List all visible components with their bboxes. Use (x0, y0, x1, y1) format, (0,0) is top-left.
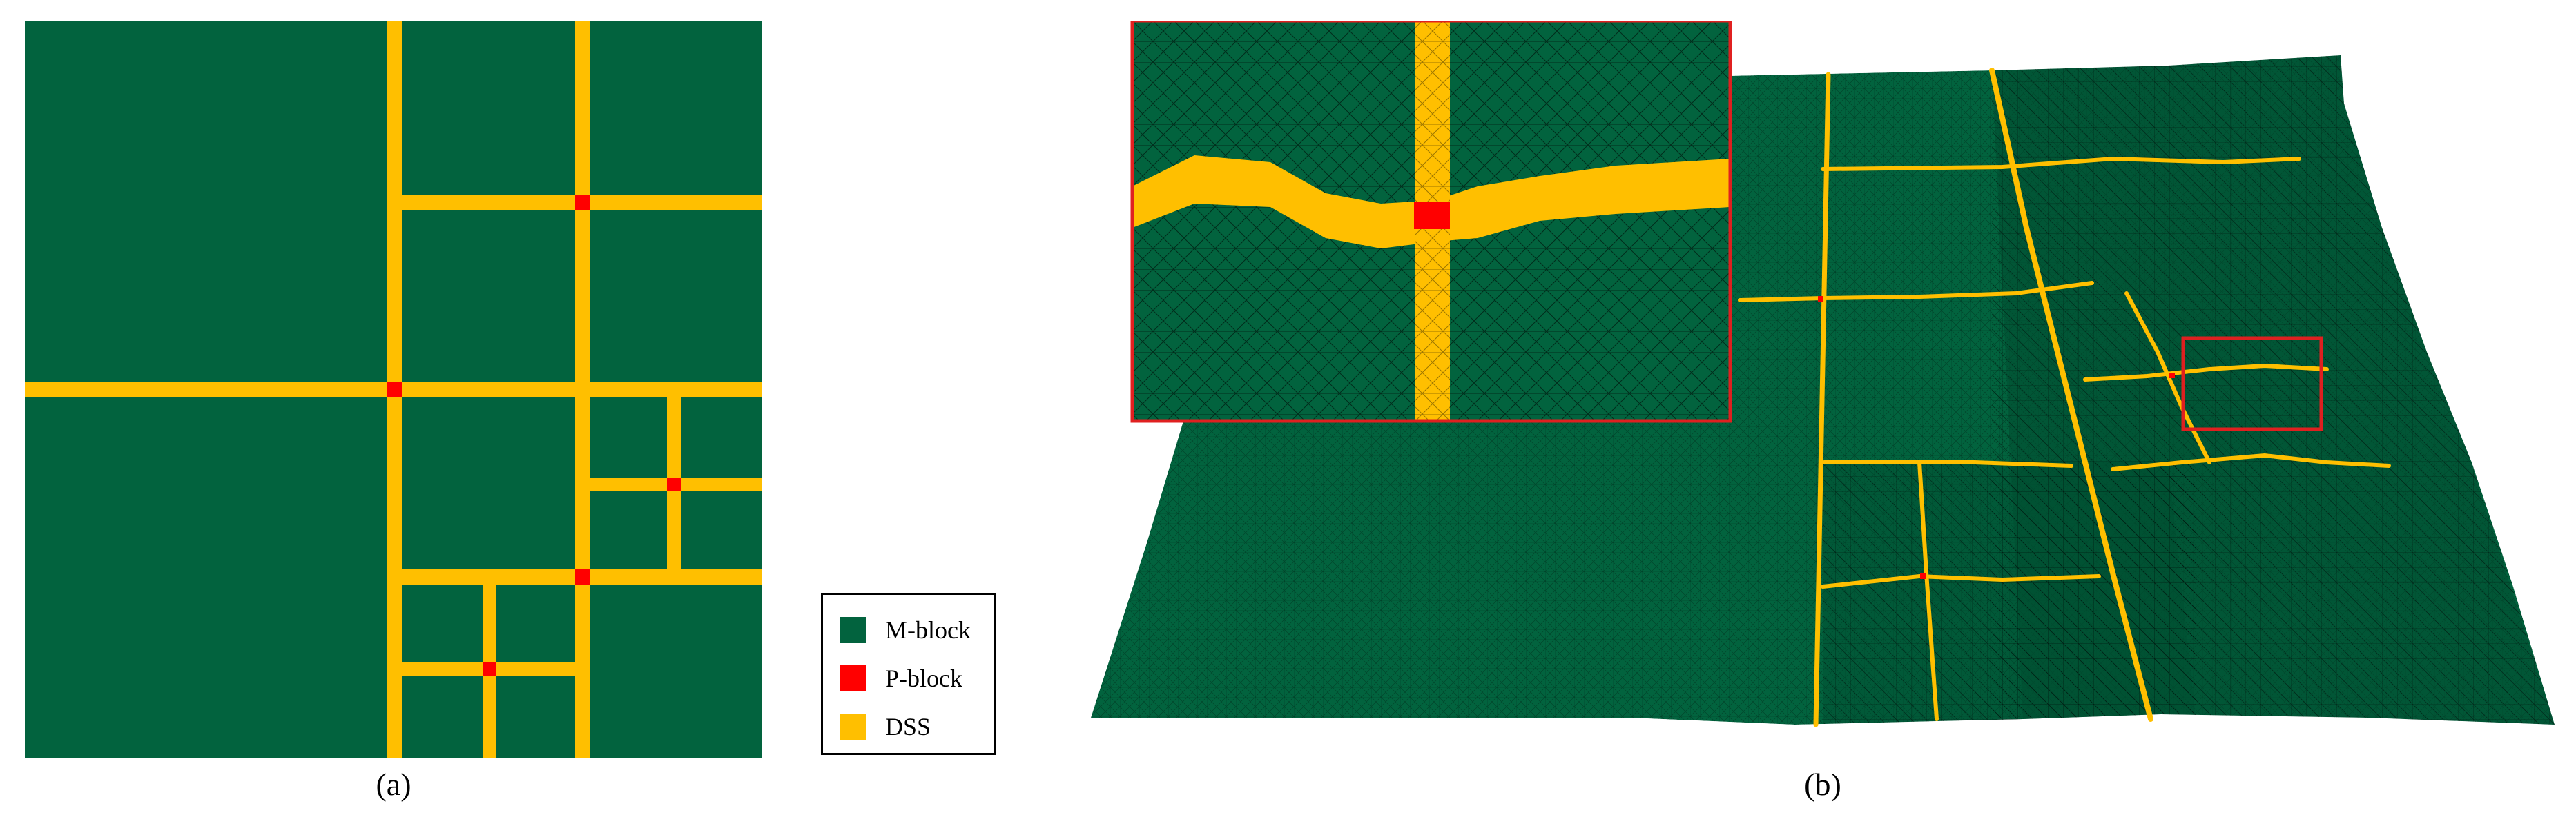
legend-item-p-block: P-block (840, 665, 962, 692)
p-block (1818, 296, 1823, 302)
legend-item-m-block: M-block (840, 616, 971, 644)
p-blocks (387, 195, 681, 676)
p-block (1920, 573, 1926, 579)
legend: M-block P-block DSS (821, 593, 996, 755)
p-block (387, 382, 402, 397)
p-block (575, 569, 590, 584)
legend-label: DSS (885, 713, 931, 740)
dss-strips (25, 21, 762, 758)
legend-item-dss: DSS (840, 713, 931, 740)
p-block (2169, 373, 2175, 378)
p-block-swatch (840, 665, 866, 691)
block-decomposition-diagram (25, 21, 762, 758)
dss-strip (1813, 72, 1831, 727)
dss-strip (1821, 156, 2301, 171)
dss-strip (2124, 291, 2211, 464)
dss-strip (1738, 281, 2094, 302)
terrain-p-blocks (1818, 296, 2175, 579)
caption-a: (a) (376, 767, 411, 802)
dss-strip (1989, 68, 2153, 722)
dss-strip (2111, 453, 2391, 471)
p-block (483, 662, 496, 676)
dss-strip (2083, 363, 2329, 382)
p-block (575, 195, 590, 210)
zoom-region-marker (2181, 336, 2323, 431)
m-block-swatch (840, 617, 866, 643)
caption-b: (b) (1804, 767, 1841, 802)
terrain-dss-strips (1738, 68, 2391, 727)
dss-swatch (840, 714, 866, 740)
legend-label: P-block (885, 665, 962, 692)
inset-p-block (1414, 202, 1450, 229)
dss-strip (1822, 460, 2073, 468)
dss-strip (575, 21, 590, 758)
terrain-mesh-rendering (1091, 21, 2555, 727)
dss-strip (1917, 460, 1939, 721)
legend-label: M-block (885, 616, 971, 644)
p-block (667, 478, 681, 491)
inset-border (1130, 21, 1732, 423)
zoom-inset (1130, 21, 1732, 423)
dss-strip (1821, 573, 2101, 589)
